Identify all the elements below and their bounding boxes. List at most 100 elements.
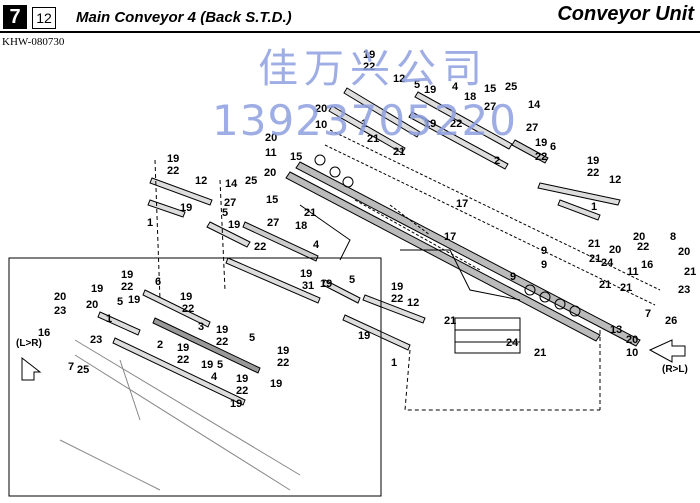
callout: 6 bbox=[550, 141, 556, 153]
callout: 19 bbox=[201, 359, 213, 371]
callout: 20 bbox=[678, 246, 690, 258]
callout: 22 bbox=[450, 118, 462, 130]
callout: 21 bbox=[620, 282, 632, 294]
callout: 18 bbox=[464, 91, 476, 103]
callout: 19 bbox=[216, 324, 228, 336]
callout: 25 bbox=[505, 81, 517, 93]
callout: 2 bbox=[157, 339, 163, 351]
inset-plate bbox=[97, 311, 141, 336]
callout: 14 bbox=[225, 178, 238, 190]
callout: 11 bbox=[265, 147, 277, 159]
callout: 22 bbox=[236, 385, 248, 397]
callout: 19 bbox=[177, 342, 189, 354]
callout: 9 bbox=[541, 259, 547, 271]
callout: 15 bbox=[290, 151, 302, 163]
callout: 19 bbox=[358, 330, 370, 342]
callout: 22 bbox=[177, 354, 189, 366]
callout: 17 bbox=[456, 198, 468, 210]
callout: 20 bbox=[265, 132, 277, 144]
callout: 22 bbox=[254, 241, 266, 253]
callout: 22 bbox=[167, 165, 179, 177]
callout: 27 bbox=[484, 101, 496, 113]
callout: 21 bbox=[534, 347, 546, 359]
direction-left-label: (L>R) bbox=[16, 338, 42, 349]
plate bbox=[537, 182, 621, 206]
plate bbox=[414, 91, 513, 150]
callout: 3 bbox=[302, 280, 308, 292]
callout: 19 bbox=[180, 202, 192, 214]
callout: 4 bbox=[211, 371, 218, 383]
direction-arrow-left bbox=[21, 356, 42, 381]
callout: 1 bbox=[106, 313, 112, 325]
callout: 3 bbox=[198, 321, 204, 333]
callout: 1 bbox=[361, 118, 367, 130]
plate bbox=[557, 199, 601, 221]
plate bbox=[343, 87, 421, 138]
inset-box bbox=[8, 257, 382, 497]
callout: 27 bbox=[267, 217, 279, 229]
callout: 5 bbox=[249, 332, 255, 344]
callout: 8 bbox=[670, 231, 676, 243]
callout: 24 bbox=[601, 257, 614, 269]
inset-plate bbox=[112, 337, 246, 406]
callout: 22 bbox=[391, 293, 403, 305]
rail-upper bbox=[295, 161, 641, 347]
callout: 20 bbox=[626, 334, 638, 346]
callout: 9 bbox=[541, 245, 547, 257]
callout: 4 bbox=[452, 81, 459, 93]
callout: 19 bbox=[121, 269, 133, 281]
callout: 12 bbox=[407, 297, 419, 309]
callout: 5 bbox=[217, 359, 223, 371]
callout: 22 bbox=[121, 281, 133, 293]
roller bbox=[554, 298, 566, 310]
plate bbox=[342, 314, 411, 351]
direction-arrow-right bbox=[648, 339, 686, 363]
callout: 19 bbox=[535, 137, 547, 149]
callout: 23 bbox=[678, 284, 690, 296]
callout: 25 bbox=[245, 175, 257, 187]
callout: 19 bbox=[424, 118, 436, 130]
callout: 21 bbox=[589, 253, 601, 265]
callout: 5 bbox=[349, 274, 355, 286]
watermark-company: 佳万兴公司 bbox=[258, 46, 488, 92]
callout: 23 bbox=[90, 334, 102, 346]
callout: 7 bbox=[68, 361, 74, 373]
callout: 24 bbox=[506, 337, 519, 349]
callout: 19 bbox=[128, 294, 140, 306]
callout: 21 bbox=[684, 266, 696, 278]
callout: 1 bbox=[147, 217, 153, 229]
callout: 21 bbox=[599, 279, 611, 291]
callout: 23 bbox=[54, 305, 66, 317]
plate bbox=[362, 294, 426, 324]
callout: 5 bbox=[117, 296, 123, 308]
callout: 11 bbox=[627, 266, 639, 278]
callout: 21 bbox=[444, 315, 456, 327]
roller bbox=[329, 166, 341, 178]
header-rule bbox=[0, 31, 700, 33]
plate bbox=[242, 221, 319, 262]
callout: 12 bbox=[609, 174, 621, 186]
plate bbox=[408, 111, 509, 170]
header: 7 12 Main Conveyor 4 (Back S.T.D.) Conve… bbox=[0, 0, 700, 32]
plate bbox=[328, 105, 406, 154]
callout: 2 bbox=[494, 155, 500, 167]
callout: 26 bbox=[665, 315, 677, 327]
callout: 21 bbox=[588, 238, 600, 250]
callout-group: 19 22 12 5 19 4 18 15 25 27 14 27 20 10 … bbox=[147, 49, 696, 369]
callout: 22 bbox=[277, 357, 289, 369]
leader-lines bbox=[154, 159, 601, 411]
direction-right-label: (R>L) bbox=[662, 364, 688, 375]
frame-lines bbox=[299, 204, 521, 301]
callout: 15 bbox=[266, 194, 278, 206]
page-number: 7 bbox=[3, 5, 27, 29]
callout: 19 bbox=[230, 398, 242, 410]
callout: 19 bbox=[424, 84, 436, 96]
callout: 20 bbox=[315, 103, 327, 115]
plate bbox=[149, 177, 213, 206]
unit-title: Conveyor Unit bbox=[557, 3, 694, 25]
section-number: 12 bbox=[32, 7, 56, 29]
doc-id: KHW-080730 bbox=[2, 36, 65, 48]
plate bbox=[206, 221, 251, 248]
callout: 19 bbox=[167, 153, 179, 165]
callout: 21 bbox=[367, 133, 379, 145]
